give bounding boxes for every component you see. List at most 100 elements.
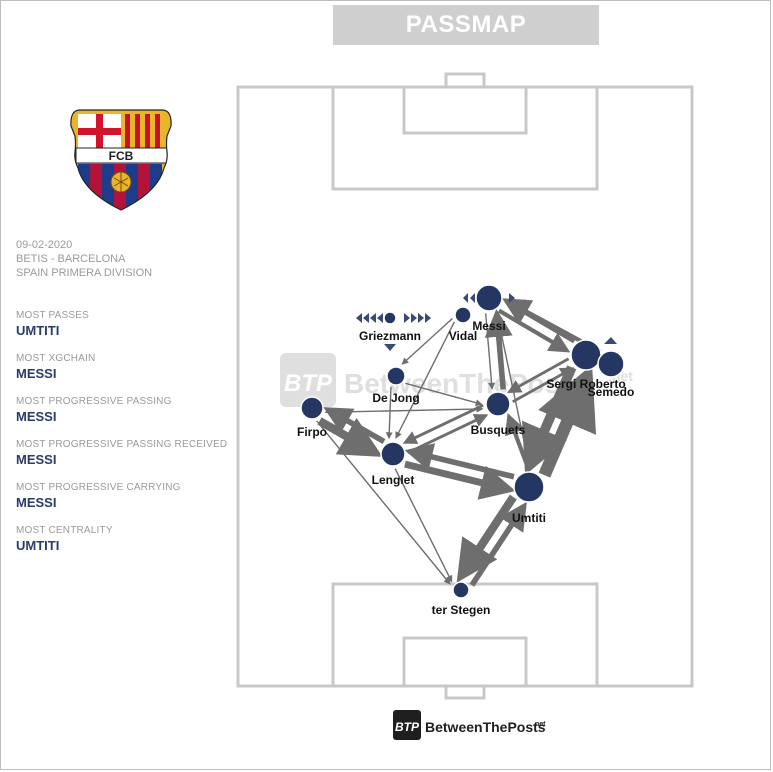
player-node bbox=[475, 284, 503, 312]
pass-edge bbox=[407, 414, 489, 454]
goal-area-bottom bbox=[402, 636, 528, 688]
pass-edge bbox=[402, 404, 484, 444]
stat-label: MOST CENTRALITY bbox=[16, 525, 113, 536]
pass-edge bbox=[507, 357, 570, 394]
footer-suffix: .net bbox=[533, 721, 546, 728]
goal-top bbox=[444, 72, 486, 89]
footer-badge-icon bbox=[393, 710, 421, 740]
player-label: Griezmann bbox=[359, 329, 421, 343]
pass-edge bbox=[401, 317, 453, 365]
pass-edge bbox=[469, 501, 527, 587]
stat-item: MOST PROGRESSIVE PASSING RECEIVED MESSI bbox=[16, 439, 236, 482]
stat-item: MOST PROGRESSIVE CARRYING MESSI bbox=[16, 482, 236, 525]
pass-edges bbox=[316, 298, 602, 587]
arrow-right-icon bbox=[418, 313, 424, 323]
stat-label: MOST PROGRESSIVE PASSING RECEIVED bbox=[16, 439, 228, 450]
caret-up-icon bbox=[604, 337, 617, 344]
pass-edge bbox=[494, 312, 531, 470]
penalty-box-bottom bbox=[331, 582, 599, 688]
footer-logo: BTP BetweenThePosts .net bbox=[393, 710, 546, 740]
pass-edge bbox=[512, 367, 575, 403]
arrow-left-icon bbox=[377, 313, 383, 323]
arrow-right-icon bbox=[411, 313, 417, 323]
footer-brand: BetweenThePosts bbox=[425, 719, 546, 735]
pass-edge bbox=[505, 413, 531, 470]
page-title: PASSMAP bbox=[333, 5, 599, 45]
stat-item: MOST XGCHAIN MESSI bbox=[16, 353, 236, 396]
player-node bbox=[485, 391, 511, 417]
player-node bbox=[386, 366, 406, 386]
caret-down-icon bbox=[384, 344, 396, 351]
player-label: Lenglet bbox=[372, 473, 415, 487]
player-node bbox=[380, 441, 406, 467]
player-node bbox=[597, 350, 625, 378]
match-competition: SPAIN PRIMERA DIVISION bbox=[16, 267, 153, 279]
player-label: Semedo bbox=[588, 385, 635, 399]
stat-value: MESSI bbox=[16, 366, 57, 381]
goal-area-top bbox=[402, 85, 528, 135]
arrow-left-icon bbox=[463, 293, 468, 303]
stats-list: MOST PASSES UMTITI MOST XGCHAIN MESSI MO… bbox=[16, 310, 236, 568]
player-label: Busquets bbox=[471, 423, 526, 437]
player-node bbox=[300, 396, 324, 420]
stat-item: MOST PASSES UMTITI bbox=[16, 310, 236, 353]
player-nodes bbox=[300, 284, 625, 599]
crest-initials: FCB bbox=[109, 149, 134, 163]
pass-edge bbox=[522, 365, 577, 476]
penalty-box-top bbox=[331, 85, 599, 191]
match-info: 09-02-2020 BETIS - BARCELONA SPAIN PRIME… bbox=[16, 238, 152, 280]
stat-label: MOST PROGRESSIVE PASSING bbox=[16, 396, 172, 407]
stat-value: MESSI bbox=[16, 409, 57, 424]
player-label: Sergi Roberto bbox=[546, 377, 625, 391]
player-label: Firpo bbox=[297, 425, 327, 439]
goal-bottom bbox=[444, 684, 486, 700]
node-markers bbox=[356, 293, 617, 351]
player-label: Messi bbox=[472, 319, 505, 333]
arrow-left-icon bbox=[356, 313, 362, 323]
arrow-right-icon bbox=[425, 313, 431, 323]
fc-barcelona-crest-icon: FCB bbox=[70, 109, 172, 211]
stat-label: MOST PASSES bbox=[16, 310, 89, 321]
match-date: 09-02-2020 bbox=[16, 239, 73, 251]
footer-badge: BTP bbox=[395, 720, 420, 734]
pass-edge bbox=[316, 420, 451, 585]
arrow-right-icon bbox=[509, 293, 515, 303]
watermark-badge: BTP bbox=[284, 370, 333, 397]
player-label: Umtiti bbox=[512, 511, 546, 525]
stat-item: MOST CENTRALITY UMTITI bbox=[16, 525, 236, 568]
pass-edge bbox=[484, 313, 496, 390]
stat-item: MOST PROGRESSIVE PASSING MESSI bbox=[16, 396, 236, 439]
pass-edge bbox=[404, 443, 515, 480]
pass-edge bbox=[405, 382, 483, 407]
player-node bbox=[513, 471, 545, 503]
stat-value: UMTITI bbox=[16, 538, 60, 553]
pass-edge bbox=[385, 386, 393, 440]
player-label: De Jong bbox=[372, 391, 419, 405]
pitch-markings bbox=[236, 72, 694, 700]
player-node bbox=[452, 581, 470, 599]
pass-edge bbox=[404, 460, 516, 500]
player-node bbox=[570, 339, 602, 371]
stat-value: UMTITI bbox=[16, 323, 60, 338]
pass-edge bbox=[323, 407, 386, 444]
stat-label: MOST XGCHAIN bbox=[16, 353, 96, 364]
arrow-left-icon bbox=[470, 293, 475, 303]
pass-edge bbox=[394, 468, 453, 583]
watermark-badge-icon bbox=[280, 353, 336, 407]
pass-edge bbox=[395, 321, 456, 439]
player-node bbox=[454, 306, 472, 324]
pass-edge bbox=[325, 405, 484, 414]
player-label: Vidal bbox=[449, 329, 477, 343]
match-fixture: BETIS - BARCELONA bbox=[16, 253, 126, 265]
stat-label: MOST PROGRESSIVE CARRYING bbox=[16, 482, 181, 493]
pass-edge bbox=[317, 417, 383, 457]
stat-value: MESSI bbox=[16, 495, 57, 510]
player-label: ter Stegen bbox=[432, 603, 491, 617]
arrow-right-icon bbox=[404, 313, 410, 323]
arrow-left-icon bbox=[363, 313, 369, 323]
stat-value: MESSI bbox=[16, 452, 57, 467]
player-node bbox=[383, 311, 397, 325]
